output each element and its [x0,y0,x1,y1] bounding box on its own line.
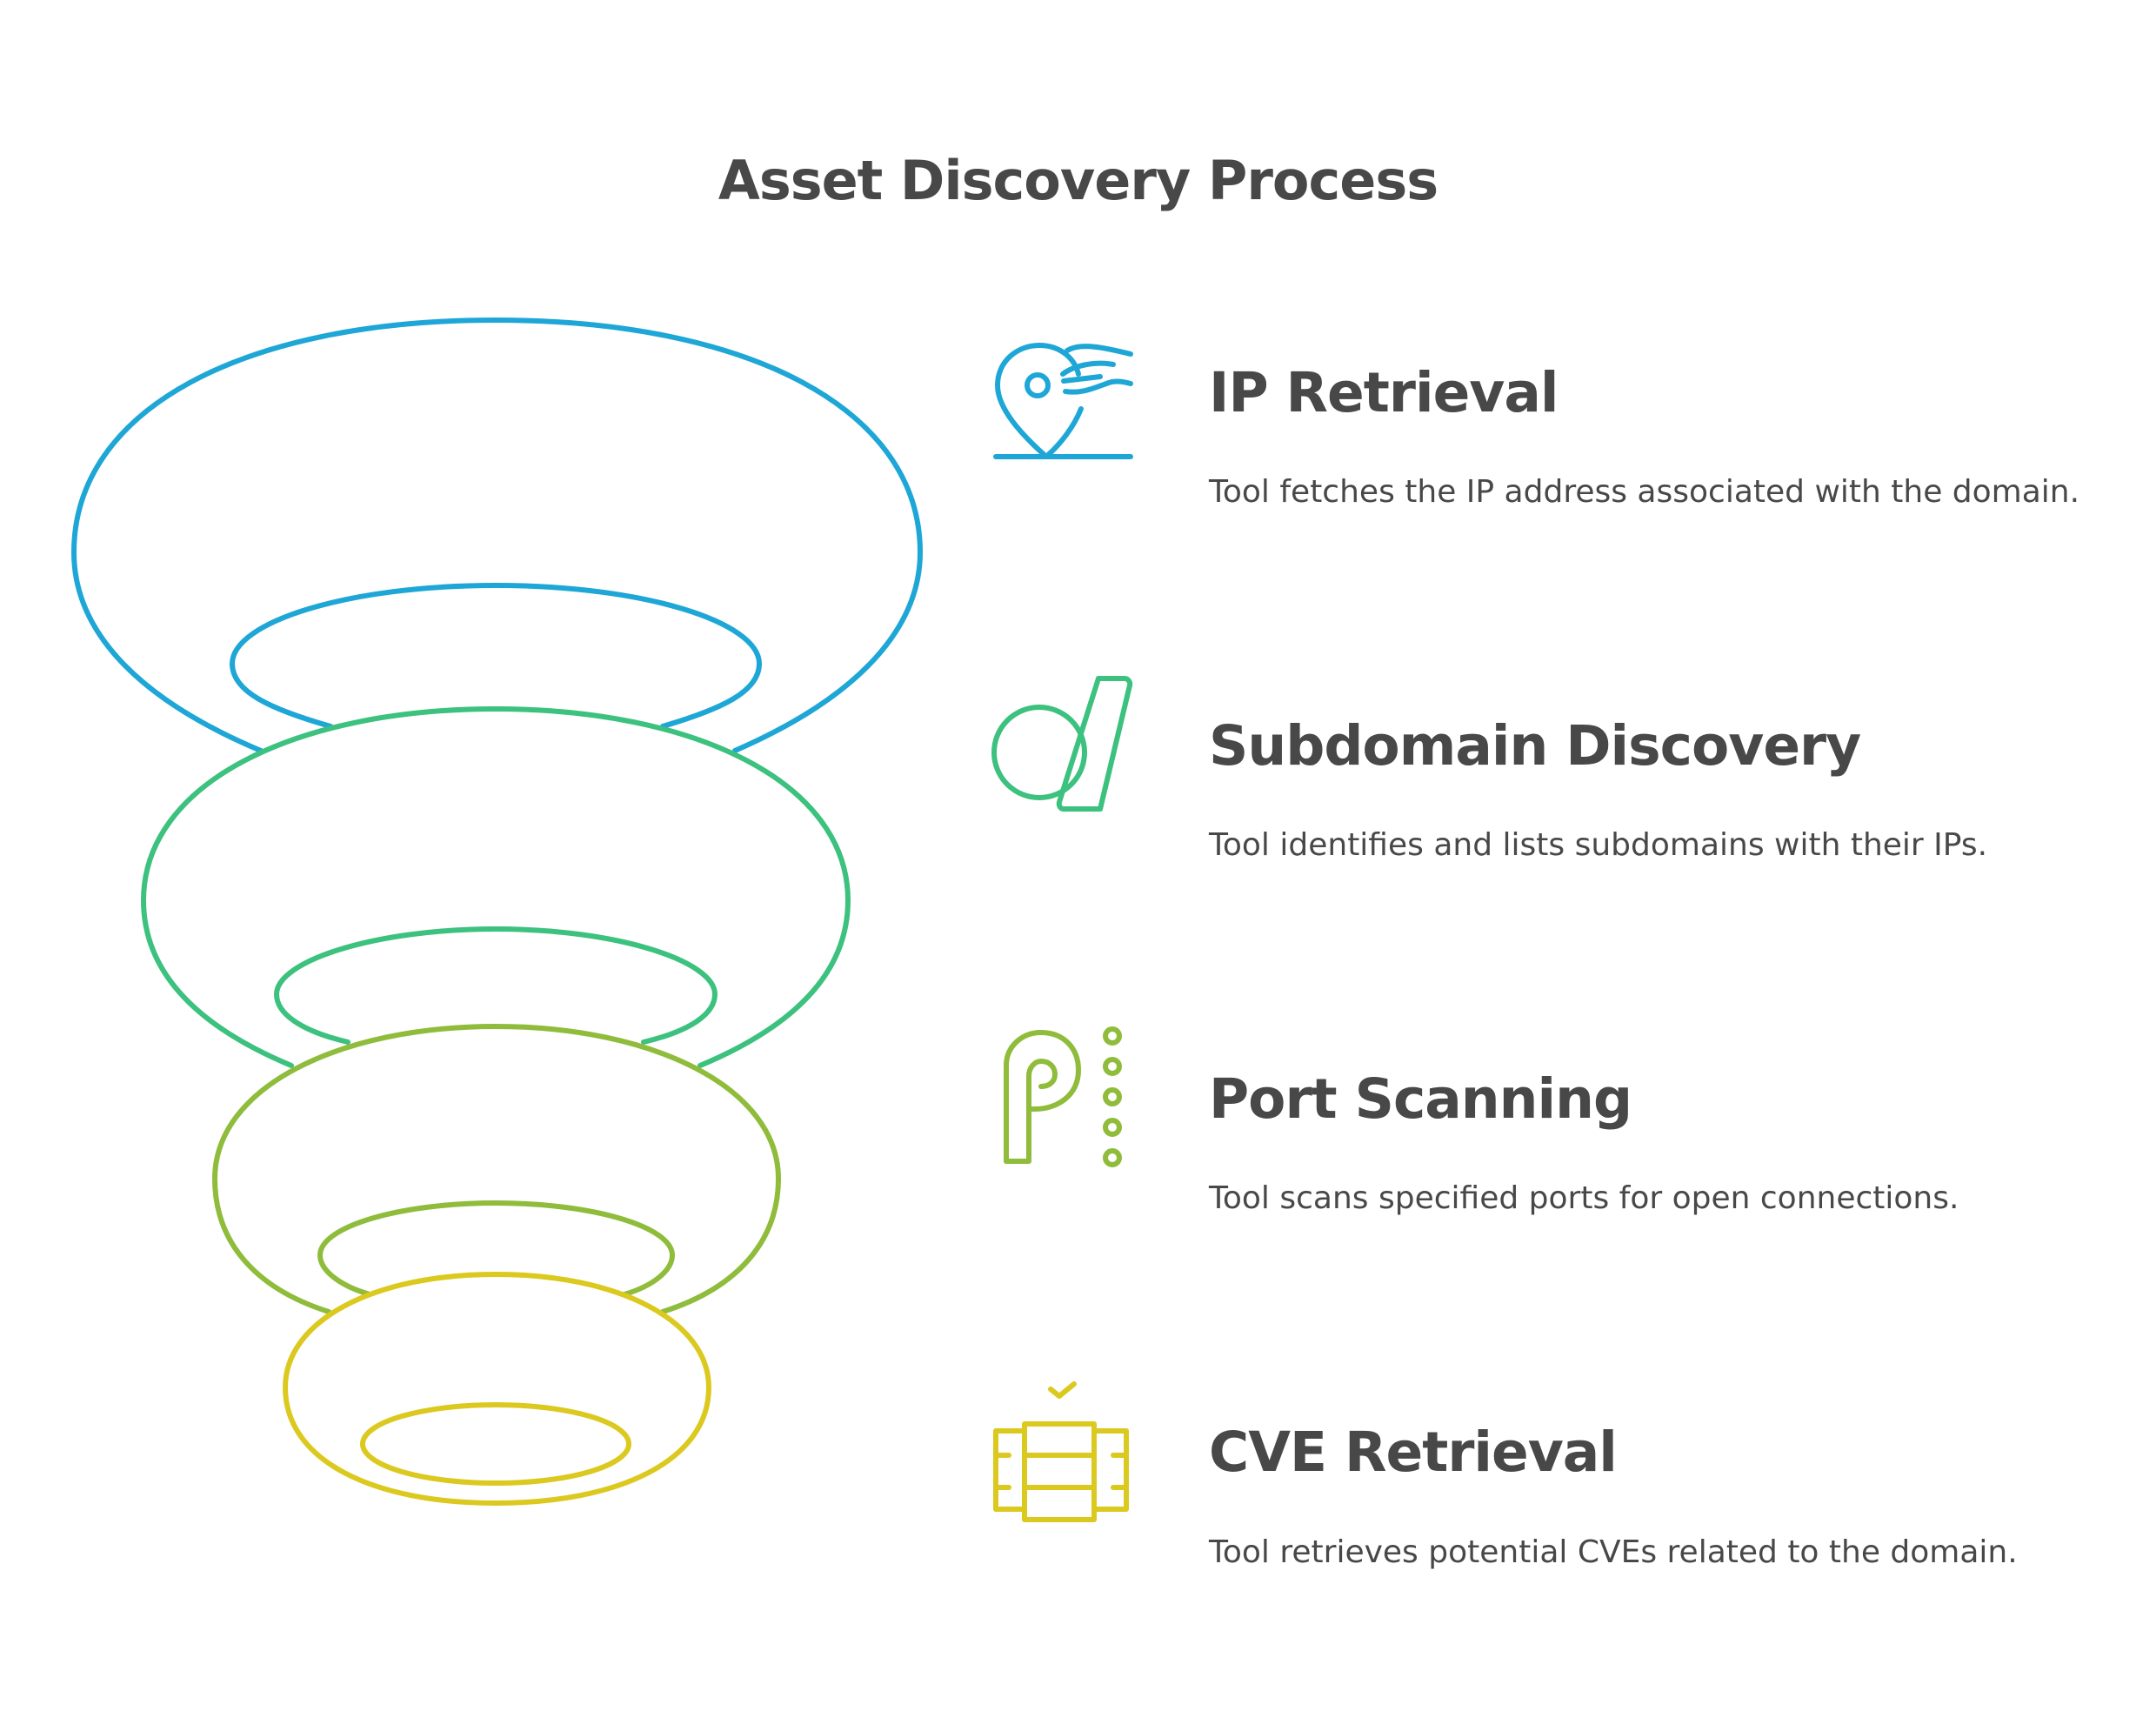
step-heading-port-scanning: Port Scanning [1209,1067,1632,1131]
server-rack-check-icon [993,1381,1129,1522]
step-description-port-scanning: Tool scans specified ports for open conn… [1209,1180,1959,1216]
location-pin-icon [993,343,1133,459]
ring-inner-shape [317,1200,676,1297]
funnel-ring-subdomain-discovery [140,705,851,1068]
ring-outer-shape [70,317,924,753]
ring-inner-shape [229,582,763,729]
step-description-cve-retrieval: Tool retrieves potential CVEs related to… [1209,1534,2018,1570]
ring-inner-shape [273,926,718,1045]
ring-outer-shape [282,1271,712,1507]
step-heading-ip-retrieval: IP Retrieval [1209,361,1559,424]
funnel-ring-port-scanning [211,1023,782,1314]
ring-outer-shape [140,705,851,1068]
step-heading-subdomain-discovery: Subdomain Discovery [1209,714,1861,778]
step-description-ip-retrieval: Tool fetches the IP address associated w… [1209,474,2080,510]
ring-outer-shape [211,1023,782,1314]
port-letter-p-icon [1004,1026,1122,1167]
circle-slash-icon [991,676,1133,812]
diagram-title: Asset Discovery Process [718,149,1438,212]
step-description-subdomain-discovery: Tool identifies and lists subdomains wit… [1209,827,1988,863]
step-heading-cve-retrieval: CVE Retrieval [1209,1420,1618,1484]
ring-inner-shape [360,1402,631,1486]
funnel-ring-cve-retrieval [282,1271,712,1507]
funnel-ring-ip-retrieval [70,317,924,753]
